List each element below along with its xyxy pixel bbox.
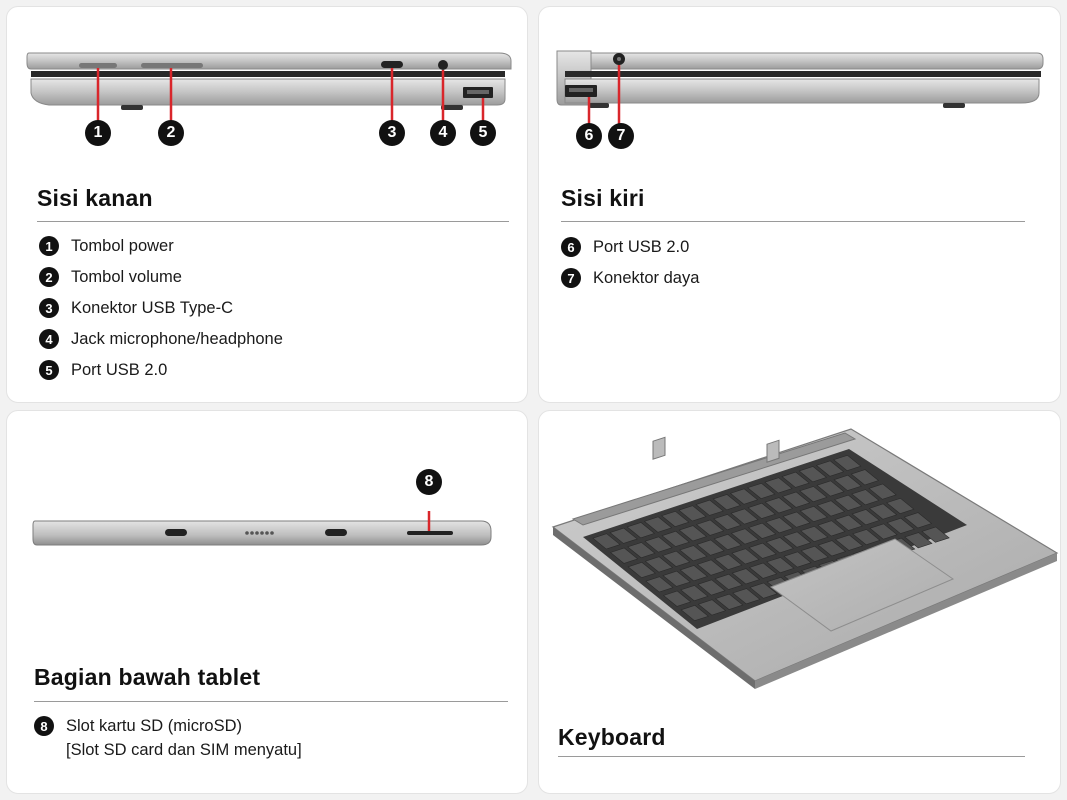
callout-badge-3: 3: [379, 120, 405, 146]
card-tablet-bottom: 8 Bagian bawah tablet 8 Slot kartu SD (m…: [6, 410, 528, 794]
card-keyboard: Keyboard: [538, 410, 1061, 794]
callout-badge-4: 4: [430, 120, 456, 146]
callout-badge-5: 5: [470, 120, 496, 146]
legend-sublabel: [Slot SD card dan SIM menyatu]: [66, 741, 302, 759]
legend-bottom: 8 Slot kartu SD (microSD) [Slot SD card …: [34, 716, 302, 771]
left-side-device-image: [551, 41, 1051, 151]
divider: [37, 221, 509, 222]
callout-badge-8: 8: [416, 469, 442, 495]
callout-badge-1: 1: [85, 120, 111, 146]
section-title-right: Sisi kanan: [37, 185, 153, 211]
list-item: 8 Slot kartu SD (microSD) [Slot SD card …: [34, 716, 302, 761]
divider: [34, 701, 508, 702]
section-title-bottom: Bagian bawah tablet: [34, 664, 261, 690]
tablet-bottom-device-image: [29, 511, 499, 561]
divider: [558, 756, 1025, 757]
legend-label: Slot kartu SD (microSD): [66, 717, 243, 735]
callout-badge-7: 7: [608, 123, 634, 149]
keyboard-device-image: [549, 415, 1059, 705]
callout-badge-6: 6: [576, 123, 602, 149]
section-title-left: Sisi kiri: [561, 185, 645, 211]
divider: [561, 221, 1025, 222]
section-title-keyboard: Keyboard: [558, 724, 666, 750]
callout-badge-2: 2: [158, 120, 184, 146]
right-side-device-image: [21, 41, 521, 151]
